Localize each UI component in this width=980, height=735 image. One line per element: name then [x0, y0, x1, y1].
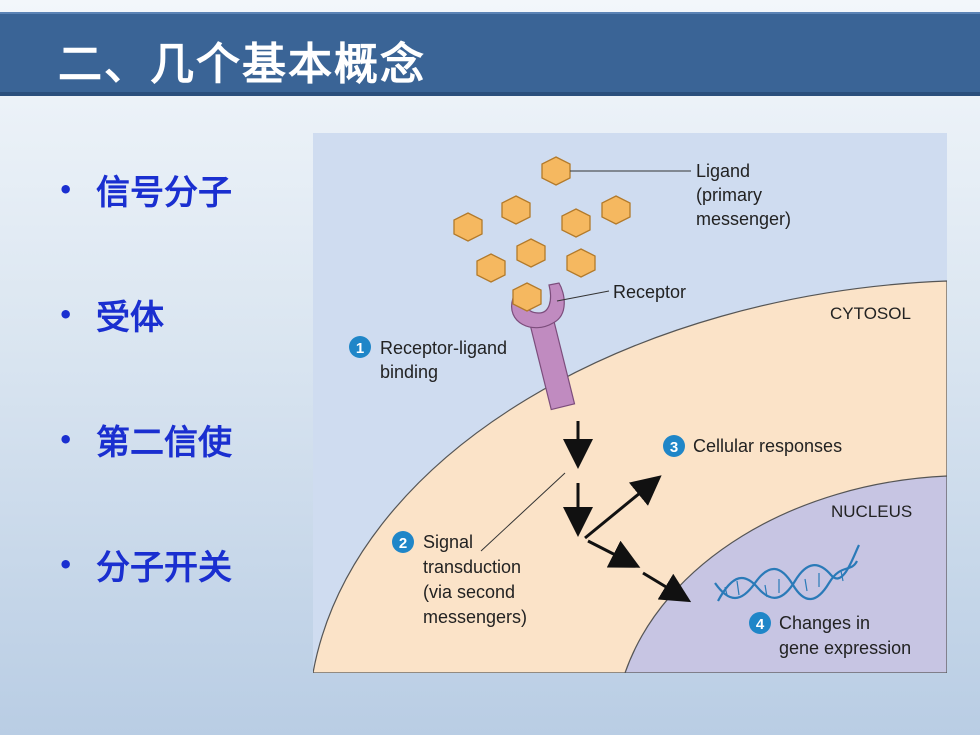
bullet-text: 信号分子: [96, 173, 232, 213]
bullet-text: 受体: [96, 298, 164, 338]
step1-badge: [349, 336, 371, 358]
step4-label: Changes in: [779, 613, 870, 633]
ligand-hexagon: [561, 208, 591, 238]
ligand-hexagon: [453, 212, 483, 242]
bullet-text: 第二信使: [96, 423, 232, 463]
ligand-label: (primary: [696, 185, 762, 205]
ligand-hexagon: [601, 195, 631, 225]
step3-number: 3: [670, 439, 678, 456]
bullet-dot-icon: •: [58, 176, 74, 204]
pathway-arrows: [563, 421, 692, 603]
step2-leader-line: [480, 472, 566, 552]
receptor-leader-line: [556, 290, 610, 302]
step2-label: (via second: [423, 582, 515, 602]
bullet-item: • 受体: [58, 290, 298, 340]
slide-title: 二、几个基本概念: [58, 39, 426, 90]
step4-number: 4: [756, 616, 765, 633]
step4-badge: [749, 612, 771, 634]
bullet-dot-icon: •: [58, 551, 74, 579]
step3-label: Cellular responses: [693, 436, 842, 456]
nucleus-label: NUCLEUS: [831, 502, 912, 521]
step3-badge: [663, 435, 685, 457]
bound-ligand-hexagon: [512, 282, 542, 312]
cellular-response-arrow: [584, 475, 662, 540]
step2-number: 2: [399, 535, 407, 552]
ligand-label: messenger): [696, 209, 791, 229]
ligand-hexagon: [501, 195, 531, 225]
step2-badge: [392, 531, 414, 553]
bullet-item: • 分子开关: [58, 540, 298, 590]
ligand-group: [453, 156, 631, 283]
step1-label: Receptor-ligand: [380, 338, 507, 358]
ligand-hexagon: [566, 248, 596, 278]
step2-label: Signal: [423, 532, 473, 552]
step4-label: gene expression: [779, 638, 911, 658]
title-bar: 二、几个基本概念: [0, 12, 980, 96]
ligand-label: Ligand: [696, 161, 750, 181]
step-badges: 1 2 3 4: [349, 336, 771, 634]
ligand-hexagon: [516, 238, 546, 268]
ligand-hexagon: [476, 253, 506, 283]
bullet-dot-icon: •: [58, 301, 74, 329]
bullet-item: • 第二信使: [58, 415, 298, 465]
cytosol-label: CYTOSOL: [830, 304, 911, 323]
step1-label: binding: [380, 362, 438, 382]
receptor-label: Receptor: [613, 282, 686, 302]
gene-expression-arrow: [587, 539, 641, 568]
ligand-hexagon: [541, 156, 571, 186]
bullet-text: 分子开关: [96, 548, 232, 588]
gene-expression-arrow: [642, 571, 692, 603]
bullet-item: • 信号分子: [58, 165, 298, 215]
step2-label: messengers): [423, 607, 527, 627]
step1-number: 1: [356, 340, 364, 357]
dna-helix-icon: [714, 544, 860, 602]
bullet-dot-icon: •: [58, 426, 74, 454]
step2-label: transduction: [423, 557, 521, 577]
receptor-shape: [511, 282, 576, 411]
signaling-diagram: Ligand (primary messenger) Receptor CYTO…: [313, 133, 947, 673]
